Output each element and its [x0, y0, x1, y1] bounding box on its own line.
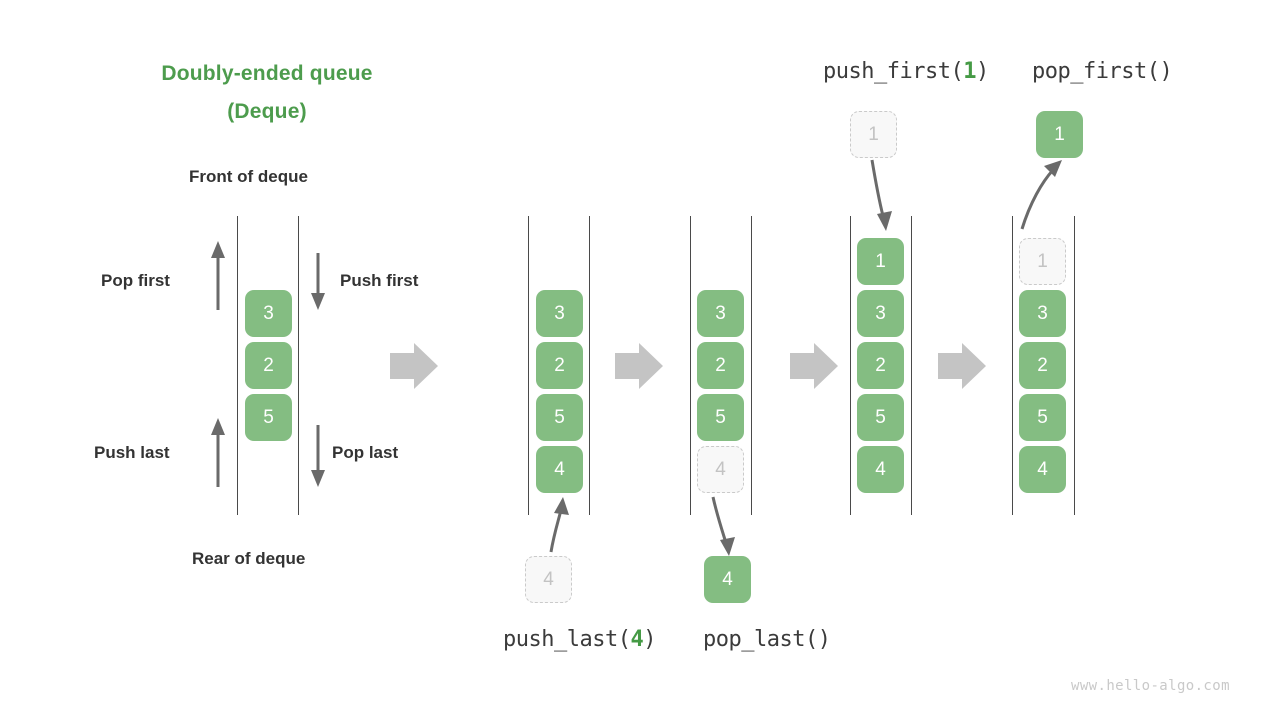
deque-cell: 5	[536, 394, 583, 441]
transition-arrow-icon	[938, 343, 986, 389]
deque-cell: 1	[857, 238, 904, 285]
deque-rail-right-0	[298, 216, 299, 515]
push-first-input-cell: 1	[850, 111, 897, 158]
deque-rail-left-3	[850, 216, 851, 515]
pop-last-flow-arrow-icon	[711, 496, 735, 556]
deque-cell: 4	[1019, 446, 1066, 493]
deque-cell: 3	[857, 290, 904, 337]
transition-arrow-icon	[390, 343, 438, 389]
rear-of-deque-label: Rear of deque	[192, 549, 306, 568]
deque-cell: 2	[1019, 342, 1066, 389]
page-title-line2: (Deque)	[227, 100, 307, 123]
pop-first-vacated-cell: 1	[1019, 238, 1066, 285]
deque-cell: 3	[1019, 290, 1066, 337]
deque-rail-left-2	[690, 216, 691, 515]
deque-rail-right-4	[1074, 216, 1075, 515]
push-last-arrow-icon	[211, 418, 225, 487]
push-first-op-name: push_first(	[823, 59, 964, 84]
deque-cell: 5	[245, 394, 292, 441]
deque-cell: 5	[1019, 394, 1066, 441]
push-last-op-name: push_last(	[503, 627, 631, 652]
push-last-flow-arrow-icon	[549, 497, 569, 553]
pop-last-label: Pop last	[332, 443, 399, 462]
deque-cell: 3	[536, 290, 583, 337]
deque-cell: 2	[697, 342, 744, 389]
pop-first-label: Pop first	[101, 271, 170, 290]
push-first-op-close: )	[975, 59, 989, 84]
pop-last-vacated-cell: 4	[697, 446, 744, 493]
deque-rail-left-4	[1012, 216, 1013, 515]
deque-cell: 4	[857, 446, 904, 493]
push-last-input-cell: 4	[525, 556, 572, 603]
page-title-line1: Doubly-ended queue	[161, 62, 373, 85]
pop-last-output-cell: 4	[704, 556, 751, 603]
push-first-op-arg: 1	[963, 59, 976, 84]
deque-rail-left-1	[528, 216, 529, 515]
pop-first-arrow-icon	[211, 241, 225, 310]
deque-cell: 2	[245, 342, 292, 389]
deque-rail-right-3	[911, 216, 912, 515]
push-last-op-close: )	[643, 627, 656, 652]
deque-rail-right-1	[589, 216, 590, 515]
pop-last-operation-label: pop_last()	[703, 627, 831, 652]
transition-arrow-icon	[615, 343, 663, 389]
pop-first-operation-label: pop_first()	[1032, 59, 1173, 84]
push-first-arrow-icon	[311, 253, 325, 310]
deque-cell: 4	[536, 446, 583, 493]
deque-cell: 2	[857, 342, 904, 389]
page-title: Doubly-ended queue (Deque)	[147, 55, 387, 131]
pop-first-output-cell: 1	[1036, 111, 1083, 158]
deque-cell: 3	[697, 290, 744, 337]
deque-rail-left-0	[237, 216, 238, 515]
deque-cell: 3	[245, 290, 292, 337]
push-last-op-arg: 4	[630, 627, 644, 652]
push-first-flow-arrow-icon	[870, 159, 892, 231]
watermark: www.hello-algo.com	[1071, 678, 1230, 694]
deque-cell: 5	[697, 394, 744, 441]
deque-rail-right-2	[751, 216, 752, 515]
deque-cell: 2	[536, 342, 583, 389]
pop-last-arrow-icon	[311, 425, 325, 487]
transition-arrow-icon	[790, 343, 838, 389]
push-first-label: Push first	[340, 271, 419, 290]
pop-first-flow-arrow-icon	[1020, 160, 1062, 230]
deque-cell: 5	[857, 394, 904, 441]
push-last-label: Push last	[94, 443, 170, 462]
push-last-operation-label: push_last(4)	[503, 627, 656, 652]
front-of-deque-label: Front of deque	[189, 167, 308, 186]
push-first-operation-label: push_first(1)	[823, 59, 989, 84]
